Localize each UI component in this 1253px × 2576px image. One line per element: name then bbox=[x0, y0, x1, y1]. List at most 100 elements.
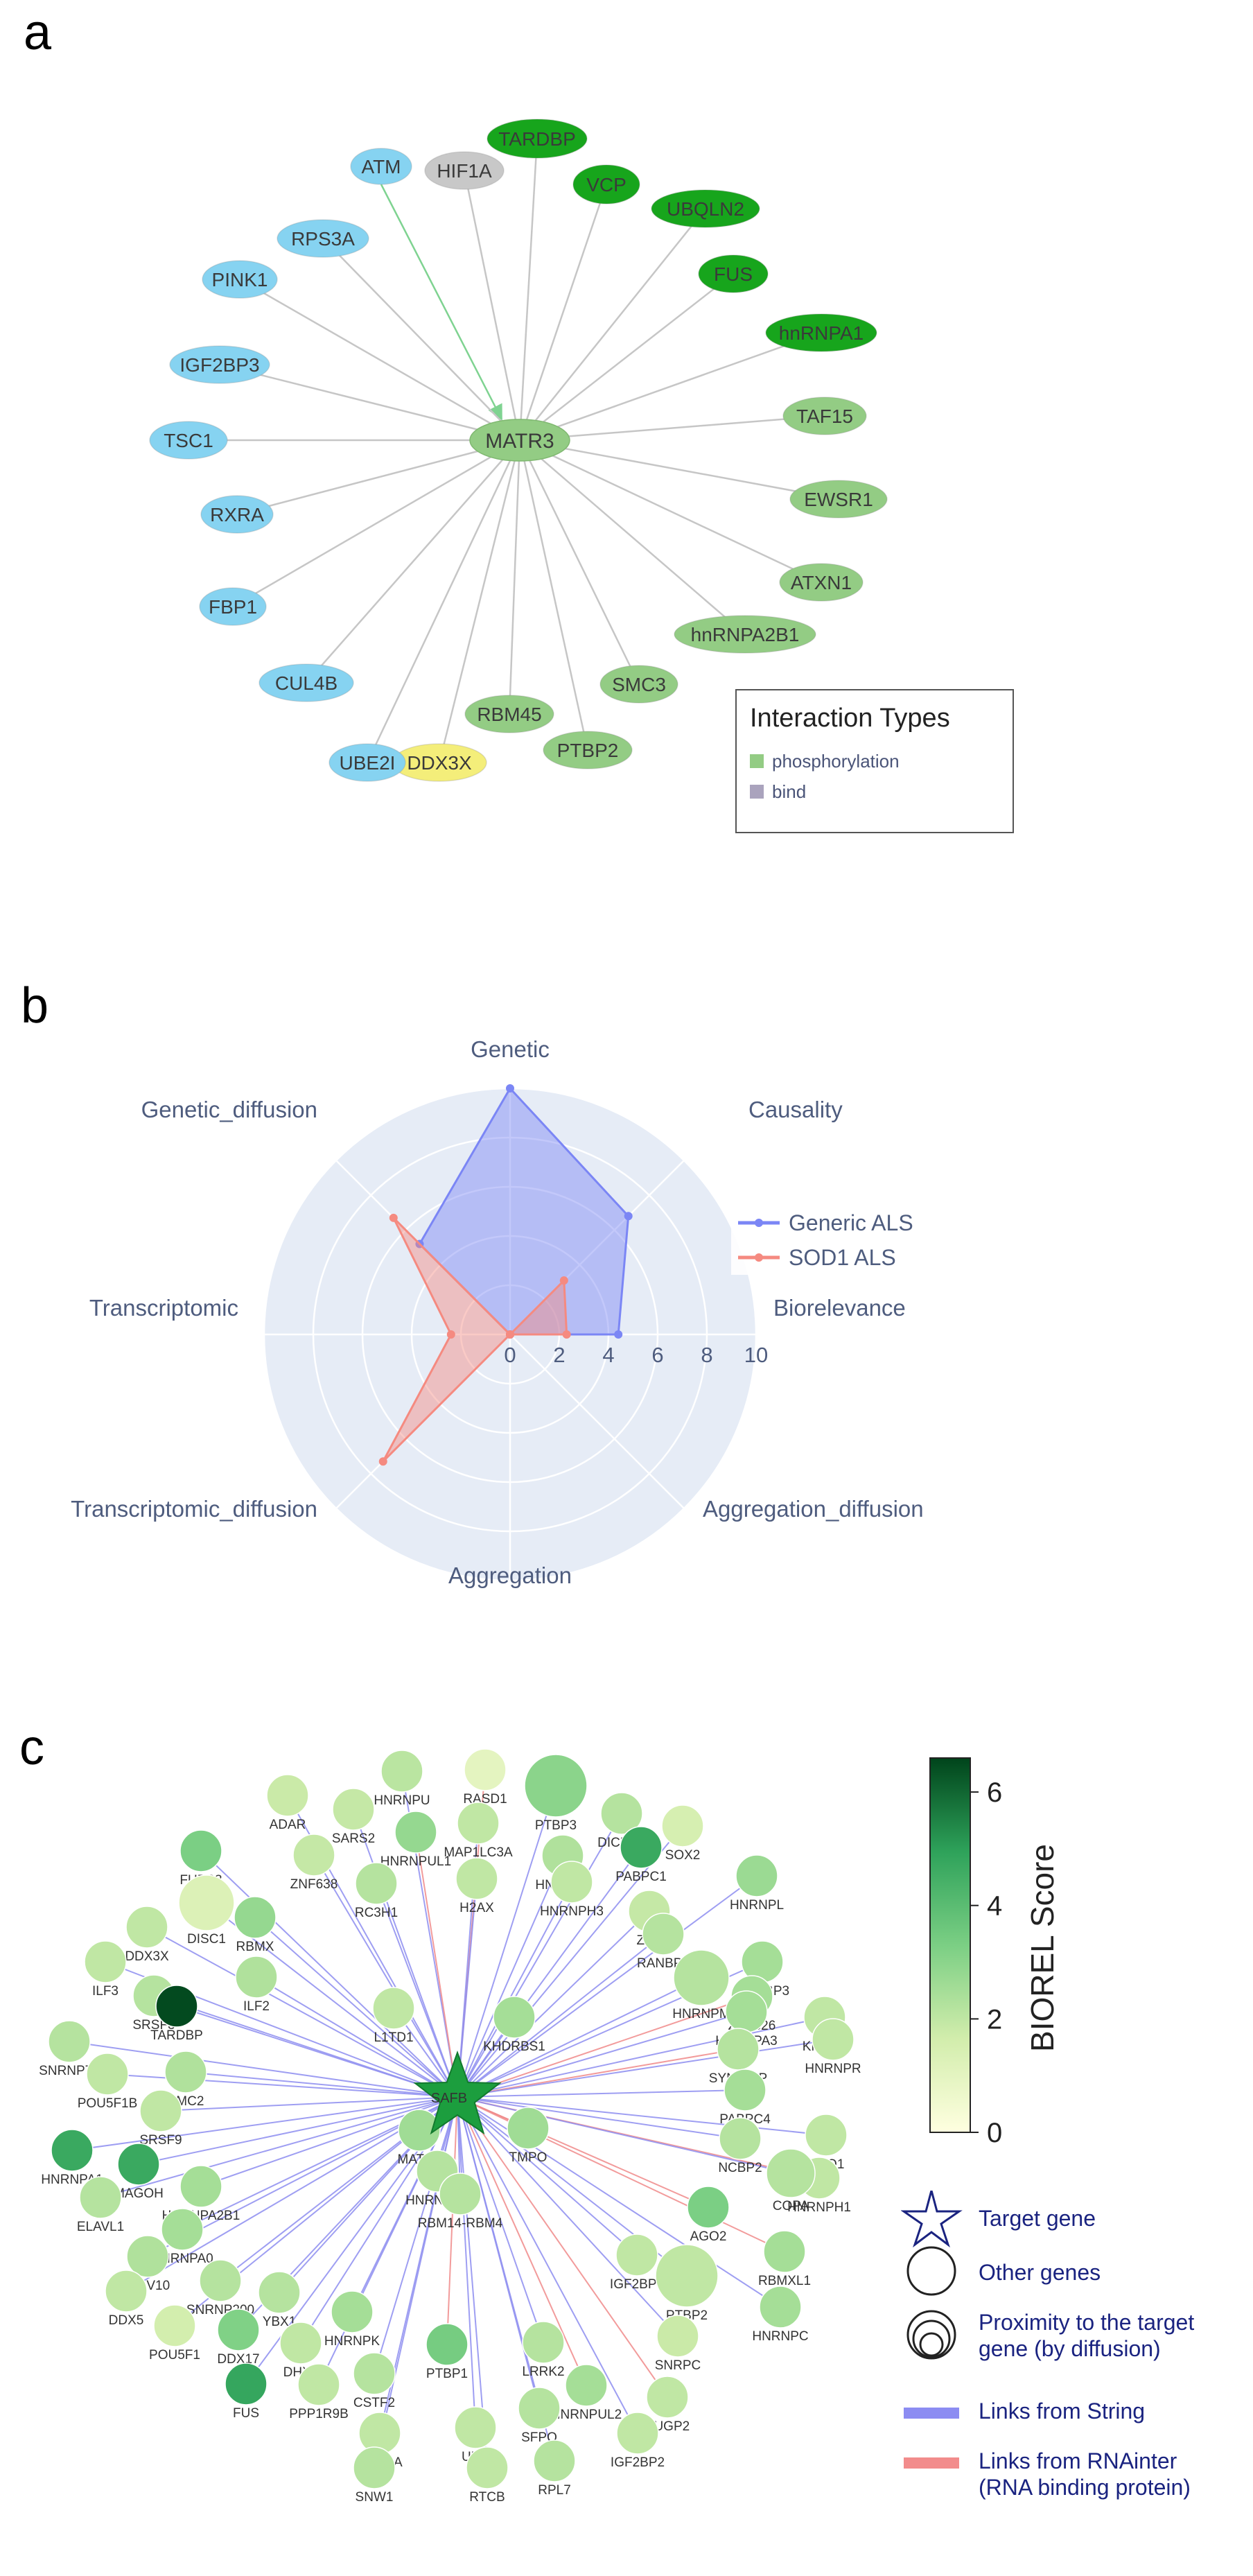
gene-node-sox2[interactable]: SOX2 bbox=[661, 1804, 704, 1863]
gene-node-rpl7[interactable]: RPL7 bbox=[533, 2439, 576, 2498]
node-atm[interactable]: ATM bbox=[350, 148, 412, 185]
node-rps3a[interactable]: RPS3A bbox=[277, 219, 369, 258]
node-fbp1[interactable]: FBP1 bbox=[199, 587, 267, 626]
gene-node-snrpc[interactable]: SNRPC bbox=[655, 2315, 701, 2373]
gene-node-hnrnpu[interactable]: HNRNPU bbox=[374, 1750, 430, 1808]
radar-point-sod1-als-aggregation bbox=[506, 1330, 514, 1339]
gene-node-ilf3[interactable]: ILF3 bbox=[84, 1940, 127, 1999]
gene-node-igf2bp2[interactable]: IGF2BP2 bbox=[611, 2412, 665, 2470]
gene-node-rbm14-rbm4[interactable]: RBM14-RBM4 bbox=[418, 2173, 503, 2231]
axis-label-causality: Causality bbox=[748, 1097, 843, 1122]
edge-smc3 bbox=[518, 440, 640, 685]
gene-node-snrnp200[interactable]: SNRNP200 bbox=[186, 2259, 254, 2317]
node-tardbp[interactable]: TARDBP bbox=[487, 119, 588, 159]
node-ube2i[interactable]: UBE2I bbox=[328, 743, 406, 782]
gene-node-tardbp[interactable]: TARDBP bbox=[150, 1985, 203, 2043]
gene-node-hnrnpm[interactable]: HNRNPM bbox=[672, 1949, 730, 2021]
radar-legend: Generic ALS SOD1 ALS bbox=[731, 1204, 939, 1275]
edge-rtcb bbox=[457, 2096, 488, 2469]
node-label: RPS3A bbox=[291, 228, 355, 250]
gene-node-snrnp70[interactable]: SNRNP70 bbox=[39, 2020, 100, 2078]
node-hif1a[interactable]: HIF1A bbox=[424, 151, 505, 190]
gene-node-sars2[interactable]: SARS2 bbox=[332, 1788, 375, 1846]
gene-node-fus[interactable]: FUS bbox=[225, 2362, 268, 2421]
gene-node-pabpc1[interactable]: PABPC1 bbox=[615, 1826, 667, 1884]
gene-node-hnrnph3[interactable]: HNRNPH3 bbox=[540, 1861, 604, 1919]
gene-label: HNRNPC bbox=[752, 2329, 808, 2344]
node-label: CUL4B bbox=[275, 672, 338, 694]
node-ptbp2[interactable]: PTBP2 bbox=[543, 731, 633, 769]
node-fus[interactable]: FUS bbox=[698, 254, 769, 293]
node-ewsr1[interactable]: EWSR1 bbox=[789, 480, 888, 519]
gene-node-ptbp1[interactable]: PTBP1 bbox=[426, 2323, 468, 2381]
gene-node-hnrnpr[interactable]: HNRNPR bbox=[805, 2018, 861, 2076]
gene-node-ddx17[interactable]: DDX17 bbox=[217, 2308, 260, 2367]
gene-node-sfpq[interactable]: SFPQ bbox=[518, 2387, 561, 2445]
edge-rbm45 bbox=[508, 440, 521, 715]
gene-node-khdrbs1[interactable]: KHDRBS1 bbox=[483, 1996, 545, 2054]
gene-node-rc3h1[interactable]: RC3H1 bbox=[355, 1862, 398, 1920]
gene-node-ncbp2[interactable]: NCBP2 bbox=[718, 2117, 762, 2175]
node-pink1[interactable]: PINK1 bbox=[202, 260, 278, 299]
gene-node-magoh[interactable]: MAGOH bbox=[114, 2143, 164, 2201]
node-ddx3x[interactable]: DDX3X bbox=[392, 743, 487, 782]
node-tsc1[interactable]: TSC1 bbox=[149, 421, 228, 460]
gene-label: DDX3X bbox=[125, 1949, 169, 1964]
gene-node-igf2bp1[interactable]: IGF2BP1 bbox=[610, 2234, 664, 2292]
concentric-circles-icon bbox=[906, 2310, 956, 2360]
node-vcp[interactable]: VCP bbox=[572, 164, 640, 204]
gene-node-ddx3x[interactable]: DDX3X bbox=[125, 1906, 169, 1964]
gene-label: RBM14-RBM4 bbox=[418, 2216, 503, 2231]
gene-node-hnrnpul2[interactable]: HNRNPUL2 bbox=[551, 2364, 622, 2422]
gene-node-znf638[interactable]: ZNF638 bbox=[290, 1834, 338, 1892]
gene-node-rbmx[interactable]: RBMX bbox=[234, 1896, 277, 1954]
gene-node-ago2[interactable]: AGO2 bbox=[687, 2186, 730, 2244]
gene-node-disc1[interactable]: DISC1 bbox=[178, 1874, 235, 1947]
gene-node-pou5f1[interactable]: POU5F1 bbox=[149, 2304, 200, 2362]
gene-node-rtcb[interactable]: RTCB bbox=[466, 2446, 509, 2505]
gene-node-lrrk2[interactable]: LRRK2 bbox=[522, 2321, 565, 2379]
gene-node-adar[interactable]: ADAR bbox=[266, 1774, 309, 1832]
node-rxra[interactable]: RXRA bbox=[200, 495, 274, 534]
node-ubqln2[interactable]: UBQLN2 bbox=[651, 189, 760, 228]
gene-node-map1lc3a[interactable]: MAP1LC3A bbox=[444, 1802, 513, 1860]
gene-node-hnrnpl[interactable]: HNRNPL bbox=[730, 1854, 784, 1913]
gene-node-hnrnpul1[interactable]: HNRNPUL1 bbox=[380, 1811, 451, 1869]
gene-node-ptbp3[interactable]: PTBP3 bbox=[524, 1754, 588, 1833]
target-gene-star[interactable]: SAFB bbox=[413, 2051, 502, 2135]
node-taf15[interactable]: TAF15 bbox=[782, 397, 867, 435]
gene-node-l1td1[interactable]: L1TD1 bbox=[372, 1987, 415, 2045]
gene-node-pou5f1b[interactable]: POU5F1B bbox=[78, 2053, 138, 2111]
node-hnrnpa1[interactable]: hnRNPA1 bbox=[765, 313, 877, 352]
node-atxn1[interactable]: ATXN1 bbox=[779, 563, 864, 602]
gene-node-hnrnpc[interactable]: HNRNPC bbox=[752, 2286, 809, 2344]
center-node-matr3[interactable]: MATR3 bbox=[469, 419, 570, 462]
gene-node-ilf2[interactable]: ILF2 bbox=[235, 1956, 278, 2014]
gene-node-snw1[interactable]: SNW1 bbox=[353, 2446, 396, 2505]
blue-line-icon bbox=[904, 2408, 959, 2419]
gene-node-srsf9[interactable]: SRSF9 bbox=[139, 2089, 182, 2148]
gene-node-hnrnpk[interactable]: HNRNPK bbox=[324, 2290, 380, 2349]
gene-node-ptbp2[interactable]: PTBP2 bbox=[655, 2244, 719, 2323]
edge-igf2bp2 bbox=[457, 2096, 638, 2434]
gene-node-ddx5[interactable]: DDX5 bbox=[105, 2270, 148, 2328]
edge-ddx3x bbox=[146, 1926, 458, 2098]
gene-node-ybx1[interactable]: YBX1 bbox=[258, 2271, 301, 2329]
gene-node-elavl1[interactable]: ELAVL1 bbox=[77, 2176, 124, 2234]
gene-node-tmpo[interactable]: TMPO bbox=[507, 2107, 550, 2165]
node-smc3[interactable]: SMC3 bbox=[599, 665, 678, 704]
gene-node-ppp1r9b[interactable]: PPP1R9B bbox=[289, 2363, 349, 2421]
node-cul4b[interactable]: CUL4B bbox=[259, 663, 354, 702]
gene-node-cstf2[interactable]: CSTF2 bbox=[353, 2352, 396, 2410]
gene-node-copa[interactable]: COPA bbox=[766, 2148, 816, 2213]
gene-node-h2ax[interactable]: H2AX bbox=[455, 1857, 498, 1915]
node-hnrnpa2b1[interactable]: hnRNPA2B1 bbox=[674, 615, 816, 654]
gene-node-rasd1[interactable]: RASD1 bbox=[463, 1748, 507, 1807]
node-igf2bp3[interactable]: IGF2BP3 bbox=[169, 345, 270, 384]
edge-hnrnpul1 bbox=[415, 1831, 458, 2098]
circle-icon bbox=[906, 2246, 956, 2296]
gene-label: TARDBP bbox=[150, 2028, 203, 2043]
node-rbm45[interactable]: RBM45 bbox=[464, 695, 554, 733]
gene-node-rbmxl1[interactable]: RBMXL1 bbox=[758, 2230, 811, 2288]
